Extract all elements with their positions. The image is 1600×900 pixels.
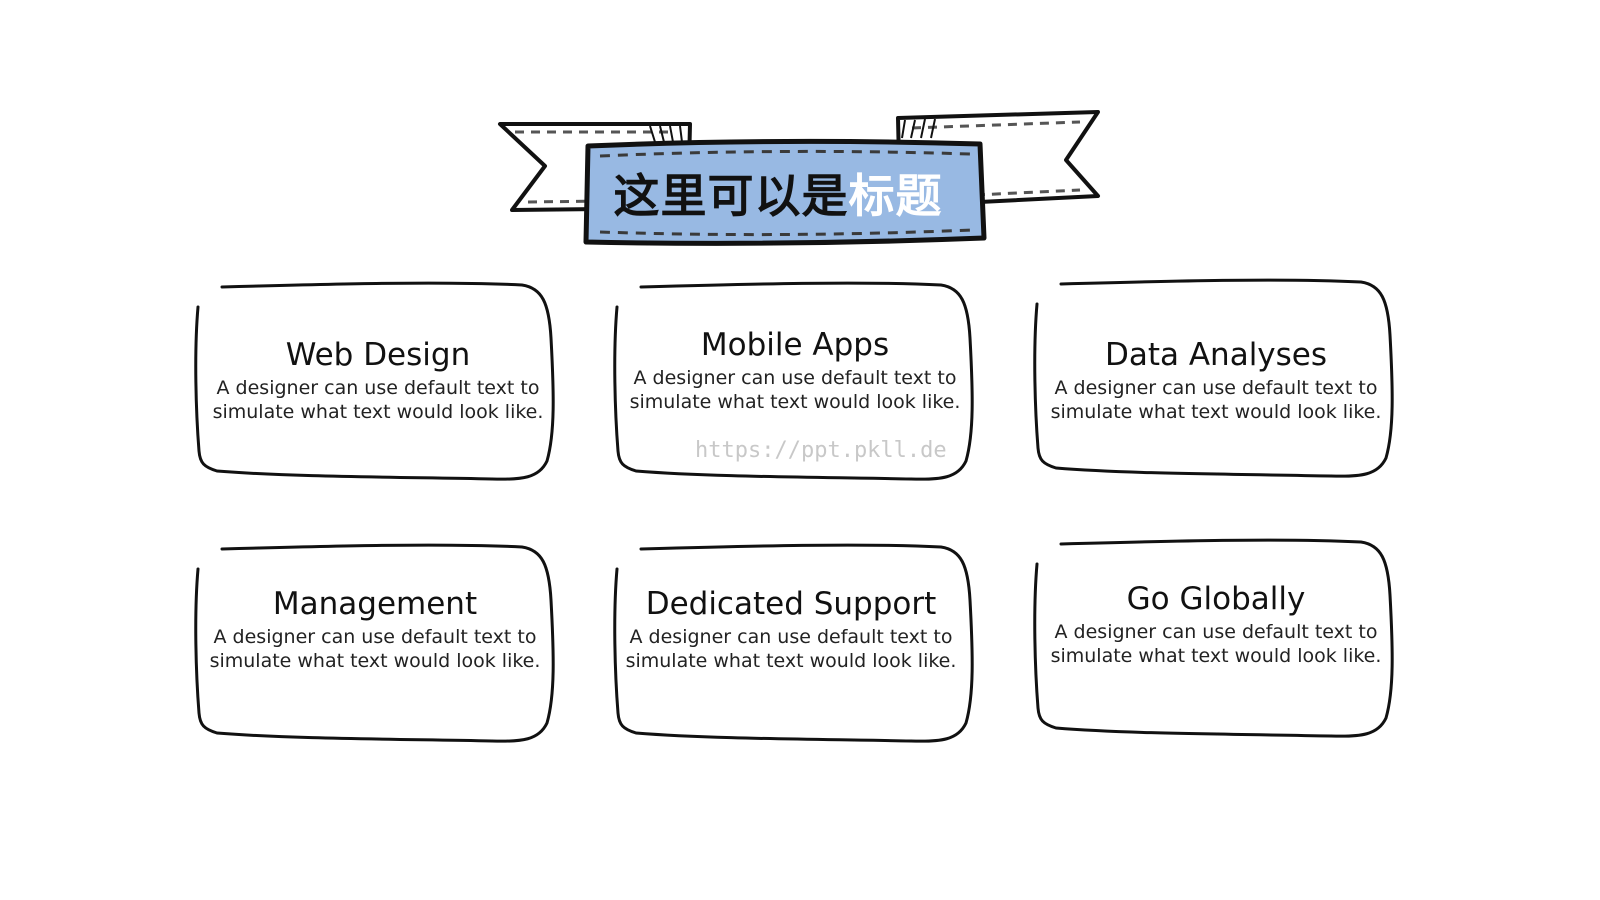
card-body: A designer can use default text to simul…: [209, 626, 541, 672]
card-body: A designer can use default text to simul…: [1050, 621, 1382, 667]
card-frame-4: [194, 543, 555, 743]
card-web-design: Web Design A designer can use default te…: [208, 336, 548, 424]
card-frame-6: [1033, 538, 1394, 738]
card-title: Dedicated Support: [645, 586, 937, 622]
card-frame-5: [613, 543, 974, 743]
ribbon-center-band: [583, 138, 987, 246]
card-frame-1: [194, 281, 555, 481]
card-frame-3: [1033, 278, 1394, 478]
card-mobile-apps: Mobile Apps A designer can use default t…: [625, 326, 965, 414]
card-frame-2: [613, 281, 974, 481]
card-title: Mobile Apps: [700, 327, 890, 363]
card-body: A designer can use default text to simul…: [1050, 377, 1382, 423]
card-title: Management: [272, 586, 478, 622]
card-data-analyses: Data Analyses A designer can use default…: [1046, 336, 1386, 424]
card-management: Management A designer can use default te…: [205, 585, 545, 673]
banner-title-dark: 这里可以是: [613, 169, 849, 223]
card-body: A designer can use default text to simul…: [212, 377, 544, 423]
card-title: Data Analyses: [1104, 337, 1328, 373]
card-title: Go Globally: [1126, 581, 1306, 617]
card-title: Web Design: [285, 337, 471, 373]
banner-title-light: 标题: [848, 169, 943, 223]
watermark-url: https://ppt.pkll.de: [695, 438, 947, 463]
banner-title: 这里可以是标题: [588, 158, 968, 228]
card-body: A designer can use default text to simul…: [629, 367, 961, 413]
card-go-globally: Go Globally A designer can use default t…: [1046, 580, 1386, 668]
card-body: A designer can use default text to simul…: [625, 626, 957, 672]
card-dedicated-support: Dedicated Support A designer can use def…: [621, 585, 961, 673]
